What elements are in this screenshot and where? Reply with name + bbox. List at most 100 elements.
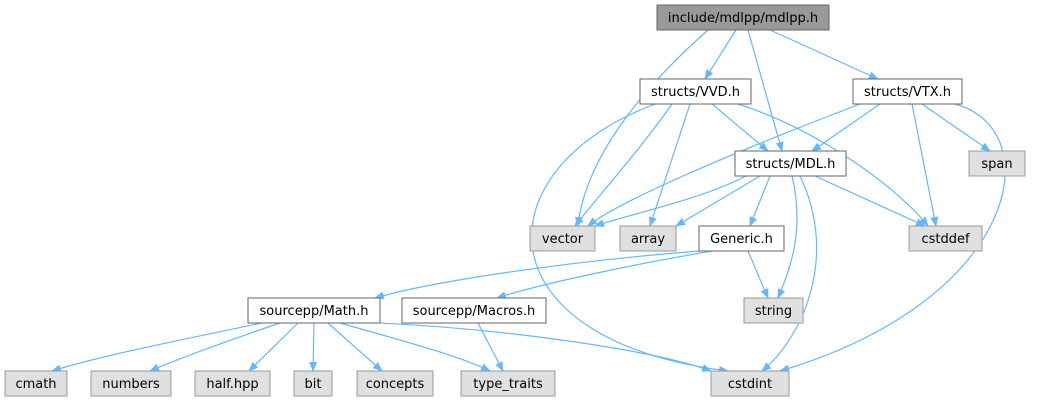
node-cmath: cmath [4, 370, 68, 397]
node-label: half.hpp [206, 377, 258, 392]
node-math[interactable]: sourcepp/Math.h [247, 297, 381, 324]
edge-line-vtx-cstddef [911, 103, 939, 227]
edge-line-math-half [248, 322, 299, 372]
node-label: vector [542, 232, 584, 247]
node-generic[interactable]: Generic.h [698, 225, 785, 252]
node-numbers: numbers [90, 370, 172, 397]
node-vector: vector [529, 225, 596, 252]
edge-math-numbers [149, 322, 281, 372]
edge-generic-string [747, 250, 769, 299]
node-label: array [631, 232, 665, 247]
node-label: numbers [102, 377, 160, 392]
node-vtx[interactable]: structs/VTX.h [852, 78, 963, 105]
edge-line-math-type_traits [339, 322, 491, 372]
node-span: span [968, 150, 1026, 177]
node-label: sourcepp/Macros.h [413, 304, 536, 319]
edge-line-vtx-cstdint [779, 103, 1006, 373]
edge-line-generic-macros [496, 250, 713, 300]
node-box [293, 370, 333, 397]
edge-root-vvd [704, 29, 737, 80]
node-label: cstdint [728, 377, 772, 392]
edge-line-mdl-vector [594, 175, 747, 227]
node-label: cstddef [921, 232, 970, 247]
edge-generic-macros [496, 250, 713, 300]
edge-root-vtx [769, 29, 879, 80]
node-bit: bit [293, 370, 333, 397]
edge-line-mdl-string [777, 175, 798, 299]
edge-math-concepts [327, 322, 383, 372]
edge-root-mdl [747, 29, 784, 152]
node-type-traits: type_traits [460, 370, 556, 397]
edge-generic-math [374, 250, 701, 300]
node-box [968, 150, 1026, 177]
edges-layer [51, 29, 1006, 374]
node-label: span [981, 157, 1012, 172]
edge-line-math-numbers [149, 322, 281, 372]
node-label: include/mdlpp/mdlpp.h [668, 11, 818, 26]
node-box [401, 297, 547, 324]
edge-line-vvd-cstddef [737, 103, 929, 227]
edge-vtx-cstdint [779, 103, 1006, 373]
node-box [743, 297, 804, 324]
edge-line-math-concepts [327, 322, 383, 372]
node-label: type_traits [473, 377, 543, 392]
node-box [852, 78, 963, 105]
node-box [529, 225, 596, 252]
node-concepts: concepts [356, 370, 434, 397]
node-label: sourcepp/Math.h [260, 304, 369, 319]
edge-math-half [248, 322, 299, 372]
edge-line-vvd-vector [574, 103, 673, 227]
edge-math-cmath [51, 322, 263, 373]
node-half: half.hpp [194, 370, 271, 397]
node-array: array [619, 225, 677, 252]
node-box [4, 370, 68, 397]
edge-line-mdl-array [675, 175, 761, 227]
edge-line-root-vector [574, 29, 709, 227]
node-label: string [755, 304, 792, 319]
edge-line-root-vvd [704, 29, 737, 80]
node-mdl[interactable]: structs/MDL.h [734, 150, 847, 177]
node-vvd[interactable]: structs/VVD.h [639, 78, 752, 105]
edge-mdl-array [675, 175, 761, 227]
node-string: string [743, 297, 804, 324]
node-label: cmath [15, 377, 56, 392]
node-box [90, 370, 172, 397]
edge-line-math-bit [309, 322, 318, 372]
edge-line-mdl-generic [749, 175, 771, 227]
edge-mdl-cstdint [761, 175, 818, 372]
node-label: structs/VTX.h [864, 85, 951, 100]
edge-line-root-vtx [769, 29, 879, 80]
node-macros[interactable]: sourcepp/Macros.h [401, 297, 547, 324]
edge-line-math-cstdint [379, 322, 712, 372]
edge-vtx-mdl [811, 103, 881, 152]
node-box [619, 225, 677, 252]
edge-math-cstdint [379, 322, 712, 372]
edge-line-mdl-cstddef [814, 175, 926, 227]
node-box [698, 225, 785, 252]
edge-line-vtx-mdl [811, 103, 881, 152]
node-box [194, 370, 271, 397]
edge-mdl-cstddef [814, 175, 926, 227]
edge-line-vtx-span [921, 103, 991, 152]
edge-vtx-vector [587, 103, 861, 227]
edge-mdl-string [777, 175, 798, 299]
edge-vvd-mdl [711, 103, 769, 152]
edge-root-vector [574, 29, 709, 227]
edge-line-mdl-cstdint [761, 175, 818, 372]
node-box [460, 370, 556, 397]
edge-line-vtx-vector [587, 103, 861, 227]
nodes-layer: include/mdlpp/mdlpp.h structs/VVD.h struct… [4, 4, 1026, 397]
edge-vtx-cstddef [911, 103, 939, 227]
edge-vvd-vector [574, 103, 673, 227]
edge-vvd-cstddef [737, 103, 929, 227]
edge-math-type_traits [339, 322, 491, 372]
edge-mdl-generic [749, 175, 771, 227]
edge-line-vvd-mdl [711, 103, 769, 152]
node-label: Generic.h [710, 232, 773, 247]
edge-line-vvd-array [649, 103, 691, 227]
edge-line-generic-math [374, 250, 701, 300]
node-root: include/mdlpp/mdlpp.h [656, 4, 830, 31]
edge-line-generic-string [747, 250, 769, 299]
edge-vvd-array [649, 103, 691, 227]
